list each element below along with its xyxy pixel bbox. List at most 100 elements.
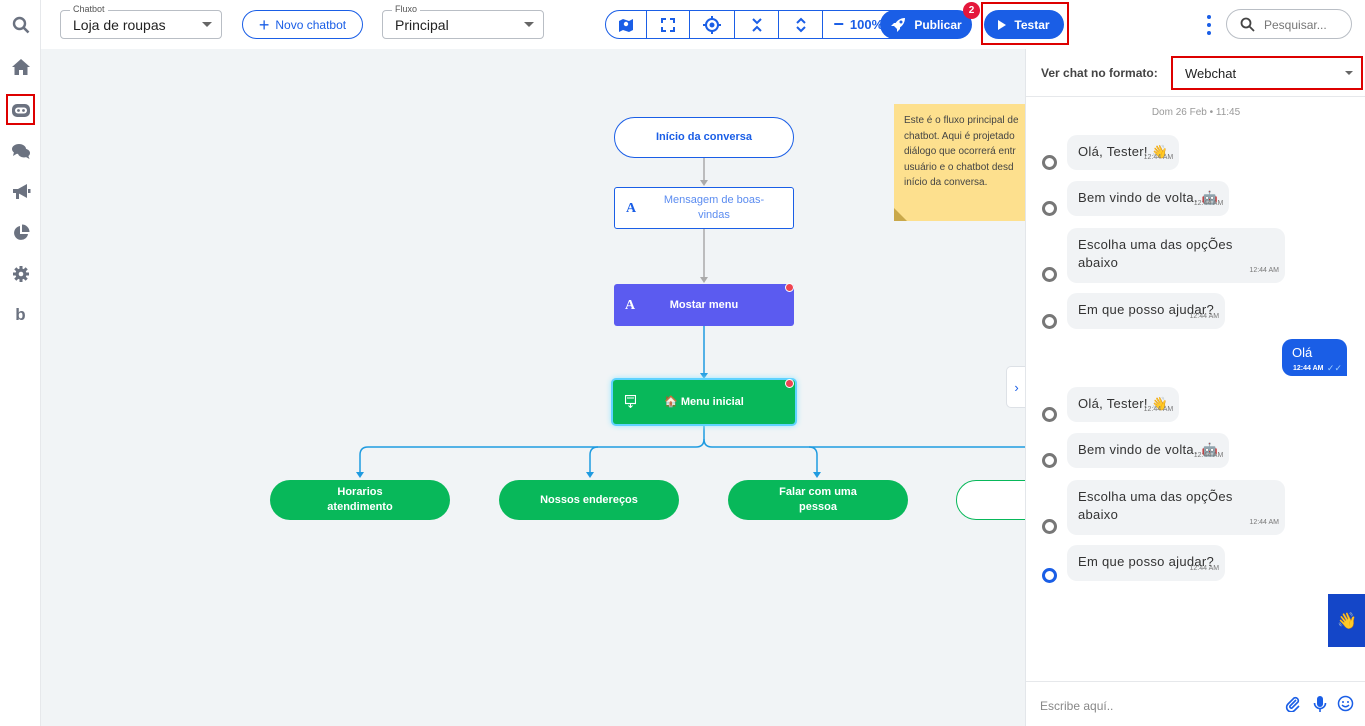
chevron-down-icon	[524, 22, 534, 27]
flow-node-main-menu-label: 🏠 Menu inicial	[664, 395, 744, 408]
message-text: Olá, Tester! 👋	[1078, 144, 1169, 159]
chevron-down-icon	[202, 22, 212, 27]
bot-message: Em que posso ajudar? 12:44 AM	[1067, 545, 1226, 581]
message-time: 12:44 AM	[1189, 313, 1220, 320]
format-label: Ver chat no formato:	[1041, 66, 1158, 80]
menu-node-icon	[625, 395, 636, 408]
bot-message: Olá, Tester! 👋 12:44 AM	[1067, 387, 1180, 422]
message-composer[interactable]: Escribe aquí..	[1026, 681, 1365, 726]
flow-node-show-menu-label: Mostar menu	[669, 298, 739, 311]
microphone-icon[interactable]	[1313, 695, 1327, 717]
message-time: 12:44 AM	[1189, 565, 1220, 572]
collapse-icon[interactable]	[735, 11, 779, 38]
flow-node-start-label: Início da conversa	[656, 131, 752, 143]
user-message: Olá 12:44 AM ✓✓	[1282, 339, 1347, 376]
bot-message: Escolha uma das opçÕes abaixo 12:44 AM	[1067, 480, 1285, 535]
flow-node-option[interactable]: Horarios atendimento	[270, 480, 450, 520]
search-box[interactable]: Pesquisar...	[1226, 9, 1352, 39]
new-chatbot-button[interactable]: + Novo chatbot	[242, 10, 363, 39]
panel-toggle-button[interactable]: ›	[1006, 366, 1025, 408]
bot-avatar	[1042, 568, 1057, 583]
flow-node-show-menu[interactable]: A Mostar menu	[614, 284, 794, 326]
chevron-right-icon: ›	[1014, 379, 1019, 395]
center-target-icon[interactable]	[690, 11, 735, 38]
expand-icon[interactable]	[779, 11, 823, 38]
bot-message: Em que posso ajudar? 12:44 AM	[1067, 293, 1226, 329]
more-menu-icon[interactable]	[1205, 15, 1213, 35]
message-time: 12:44 AM	[1193, 200, 1224, 207]
flow-node-welcome[interactable]: A Mensagem de boas-vindas	[614, 187, 794, 229]
plus-icon: +	[258, 14, 270, 35]
play-icon	[998, 19, 1007, 30]
flow-node-start[interactable]: Início da conversa	[614, 117, 794, 158]
message-time: 12:44 AM	[1249, 267, 1279, 274]
flow-node-option[interactable]: Nossos endereços	[499, 480, 679, 520]
test-chat-panel: Ver chat no formato: Webchat Dom 26 Feb …	[1025, 49, 1365, 726]
format-value: Webchat	[1185, 66, 1237, 81]
message-text: Bem vindo de volta. 🤖	[1078, 442, 1219, 457]
publish-badge: 2	[963, 2, 980, 19]
test-button[interactable]: Testar	[984, 10, 1064, 39]
gear-icon[interactable]	[8, 261, 33, 286]
sidebar: b	[0, 0, 41, 726]
megaphone-icon[interactable]	[8, 179, 33, 204]
flow-node-option-label: Nossos endereços	[540, 493, 638, 506]
chevron-down-icon	[1345, 71, 1353, 75]
rocket-icon	[891, 17, 906, 32]
publish-button[interactable]: Publicar	[880, 10, 972, 39]
flow-connectors	[356, 158, 1025, 478]
chat-date: Dom 26 Feb • 11:45	[1151, 107, 1241, 118]
emoji-icon[interactable]	[1337, 695, 1354, 716]
bot-avatar	[1042, 314, 1057, 329]
toolbar: Chatbot Loja de roupas + Novo chatbot Fl…	[41, 0, 1365, 49]
map-icon[interactable]	[606, 11, 647, 38]
panel-header: Ver chat no formato: Webchat	[1026, 49, 1365, 97]
note-line: início da conversa.	[904, 177, 988, 188]
search-icon[interactable]	[8, 12, 33, 37]
note-line: Este é o fluxo principal de	[904, 115, 1019, 126]
flow-select[interactable]: Fluxo Principal	[382, 4, 544, 39]
chatbot-select-label: Chatbot	[70, 4, 108, 14]
format-select[interactable]: Webchat	[1171, 56, 1363, 90]
flow-node-option-partial[interactable]	[956, 480, 1025, 520]
flow-node-option[interactable]: Falar com uma pessoa	[728, 480, 908, 520]
home-icon[interactable]	[8, 54, 33, 79]
zoom-out-icon[interactable]: −	[833, 14, 844, 34]
bot-icon[interactable]	[6, 94, 35, 125]
message-time: 12:44 AM	[1293, 365, 1324, 372]
wave-button[interactable]: 👋	[1328, 594, 1365, 647]
message-text: Escolha uma das opçÕes abaixo	[1078, 237, 1233, 270]
text-message-icon: A	[626, 200, 637, 216]
bot-message: Bem vindo de volta. 🤖 12:44 AM	[1067, 433, 1230, 468]
flow-node-option-label: Horarios atendimento	[327, 486, 393, 513]
pie-chart-icon[interactable]	[8, 220, 33, 245]
search-icon	[1240, 17, 1255, 32]
bot-avatar	[1042, 407, 1057, 422]
message-time: 12:44 AM	[1143, 406, 1174, 413]
bot-avatar	[1042, 519, 1057, 534]
message-time: 12:44 AM	[1193, 452, 1224, 459]
chat-icon[interactable]	[8, 138, 33, 163]
error-dot	[785, 283, 794, 292]
fullscreen-icon[interactable]	[647, 11, 690, 38]
error-dot	[785, 379, 794, 388]
wave-hand-icon: 👋	[1337, 612, 1357, 630]
bot-avatar	[1042, 201, 1057, 216]
note-line: diálogo que ocorrerá entr	[904, 146, 1016, 157]
note-line: chatbot. Aqui é projetado	[904, 130, 1015, 142]
zoom-level: 100%	[849, 17, 884, 32]
paperclip-icon[interactable]	[1284, 695, 1301, 716]
flow-node-welcome-label: Mensagem de boas-vindas	[663, 194, 765, 221]
flow-select-label: Fluxo	[392, 4, 421, 14]
publish-label: Publicar	[914, 17, 962, 32]
test-highlight	[981, 2, 1069, 45]
b-logo-icon[interactable]: b	[15, 304, 26, 324]
bot-avatar	[1042, 453, 1057, 468]
sticky-note[interactable]: Este é o fluxo principal de chatbot. Aqu…	[894, 104, 1025, 221]
chatbot-select[interactable]: Chatbot Loja de roupas	[60, 4, 222, 39]
flow-canvas[interactable]: Início da conversa A Mensagem de boas-vi…	[41, 49, 1025, 726]
bot-message: Bem vindo de volta. 🤖 12:44 AM	[1067, 181, 1230, 216]
flow-node-main-menu[interactable]: 🏠 Menu inicial	[613, 380, 795, 424]
canvas-tools: − 100% +	[605, 10, 911, 39]
message-time: 12:44 AM	[1143, 154, 1174, 161]
